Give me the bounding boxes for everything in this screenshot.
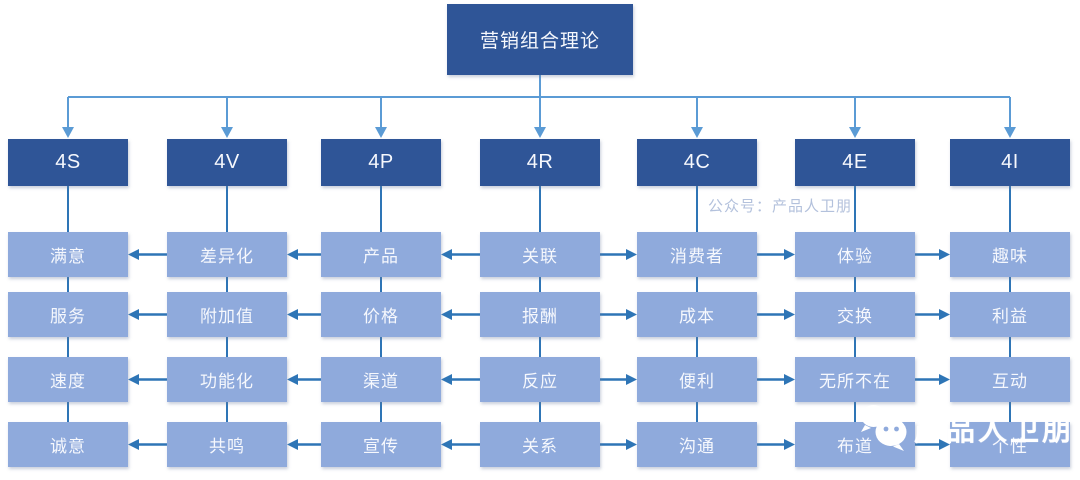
- tree-arrowhead-icon: [375, 127, 387, 138]
- right-arrowhead-icon: [939, 249, 950, 260]
- right-arrowhead-icon: [939, 439, 950, 450]
- tree-arrowhead-icon: [691, 127, 703, 138]
- left-arrowhead-icon: [128, 309, 139, 320]
- right-arrowhead-icon: [784, 374, 795, 385]
- item-node-4e-1: 交换: [795, 292, 915, 337]
- tree-arrowhead-icon: [221, 127, 233, 138]
- right-arrowhead-icon: [626, 439, 637, 450]
- item-node-4r-2: 反应: [480, 357, 600, 402]
- item-node-4s-1: 服务: [8, 292, 128, 337]
- item-node-4p-0: 产品: [321, 232, 441, 277]
- left-arrowhead-icon: [287, 439, 298, 450]
- right-arrowhead-icon: [784, 439, 795, 450]
- right-arrowhead-icon: [784, 249, 795, 260]
- item-node-4p-3: 宣传: [321, 422, 441, 467]
- left-arrowhead-icon: [128, 439, 139, 450]
- brand-watermark: 产品人卫朋: [858, 403, 1078, 453]
- right-arrowhead-icon: [626, 309, 637, 320]
- tree-arrowhead-icon: [534, 127, 546, 138]
- item-node-4i-0: 趣味: [950, 232, 1070, 277]
- wechat-icon: [861, 405, 907, 451]
- item-node-4c-3: 沟通: [637, 422, 757, 467]
- item-node-4v-3: 共鸣: [167, 422, 287, 467]
- right-arrowhead-icon: [939, 309, 950, 320]
- tree-arrowhead-icon: [62, 127, 74, 138]
- right-arrowhead-icon: [626, 374, 637, 385]
- left-arrowhead-icon: [287, 374, 298, 385]
- root-node-title: 营销组合理论: [447, 4, 633, 75]
- tree-arrowhead-icon: [849, 127, 861, 138]
- brand-watermark-text: 产品人卫朋: [914, 415, 1075, 447]
- header-node-4r: 4R: [480, 139, 600, 186]
- tree-arrowhead-icon: [1004, 127, 1016, 138]
- item-node-4s-3: 诚意: [8, 422, 128, 467]
- header-node-4p: 4P: [321, 139, 441, 186]
- right-arrowhead-icon: [939, 374, 950, 385]
- header-node-4v: 4V: [167, 139, 287, 186]
- item-node-4r-1: 报酬: [480, 292, 600, 337]
- item-node-4e-2: 无所不在: [795, 357, 915, 402]
- item-node-4r-3: 关系: [480, 422, 600, 467]
- item-node-4e-0: 体验: [795, 232, 915, 277]
- item-node-4c-0: 消费者: [637, 232, 757, 277]
- item-node-4p-2: 渠道: [321, 357, 441, 402]
- item-node-4s-0: 满意: [8, 232, 128, 277]
- left-arrowhead-icon: [441, 309, 452, 320]
- item-node-4c-2: 便利: [637, 357, 757, 402]
- right-arrowhead-icon: [784, 309, 795, 320]
- item-node-4i-1: 利益: [950, 292, 1070, 337]
- header-node-4e: 4E: [795, 139, 915, 186]
- header-node-4c: 4C: [637, 139, 757, 186]
- left-arrowhead-icon: [441, 249, 452, 260]
- left-arrowhead-icon: [287, 309, 298, 320]
- header-node-4i: 4I: [950, 139, 1070, 186]
- item-node-4v-0: 差异化: [167, 232, 287, 277]
- left-arrowhead-icon: [441, 439, 452, 450]
- left-arrowhead-icon: [287, 249, 298, 260]
- right-arrowhead-icon: [626, 249, 637, 260]
- left-arrowhead-icon: [441, 374, 452, 385]
- item-node-4i-2: 互动: [950, 357, 1070, 402]
- item-node-4s-2: 速度: [8, 357, 128, 402]
- item-node-4r-0: 关联: [480, 232, 600, 277]
- item-node-4i-3: 个性: [950, 422, 1070, 467]
- watermark-center-text: 公众号：产品人卫朋: [708, 198, 853, 215]
- item-node-4v-1: 附加值: [167, 292, 287, 337]
- left-arrowhead-icon: [128, 249, 139, 260]
- left-arrowhead-icon: [128, 374, 139, 385]
- header-node-4s: 4S: [8, 139, 128, 186]
- item-node-4v-2: 功能化: [167, 357, 287, 402]
- item-node-4p-1: 价格: [321, 292, 441, 337]
- item-node-4c-1: 成本: [637, 292, 757, 337]
